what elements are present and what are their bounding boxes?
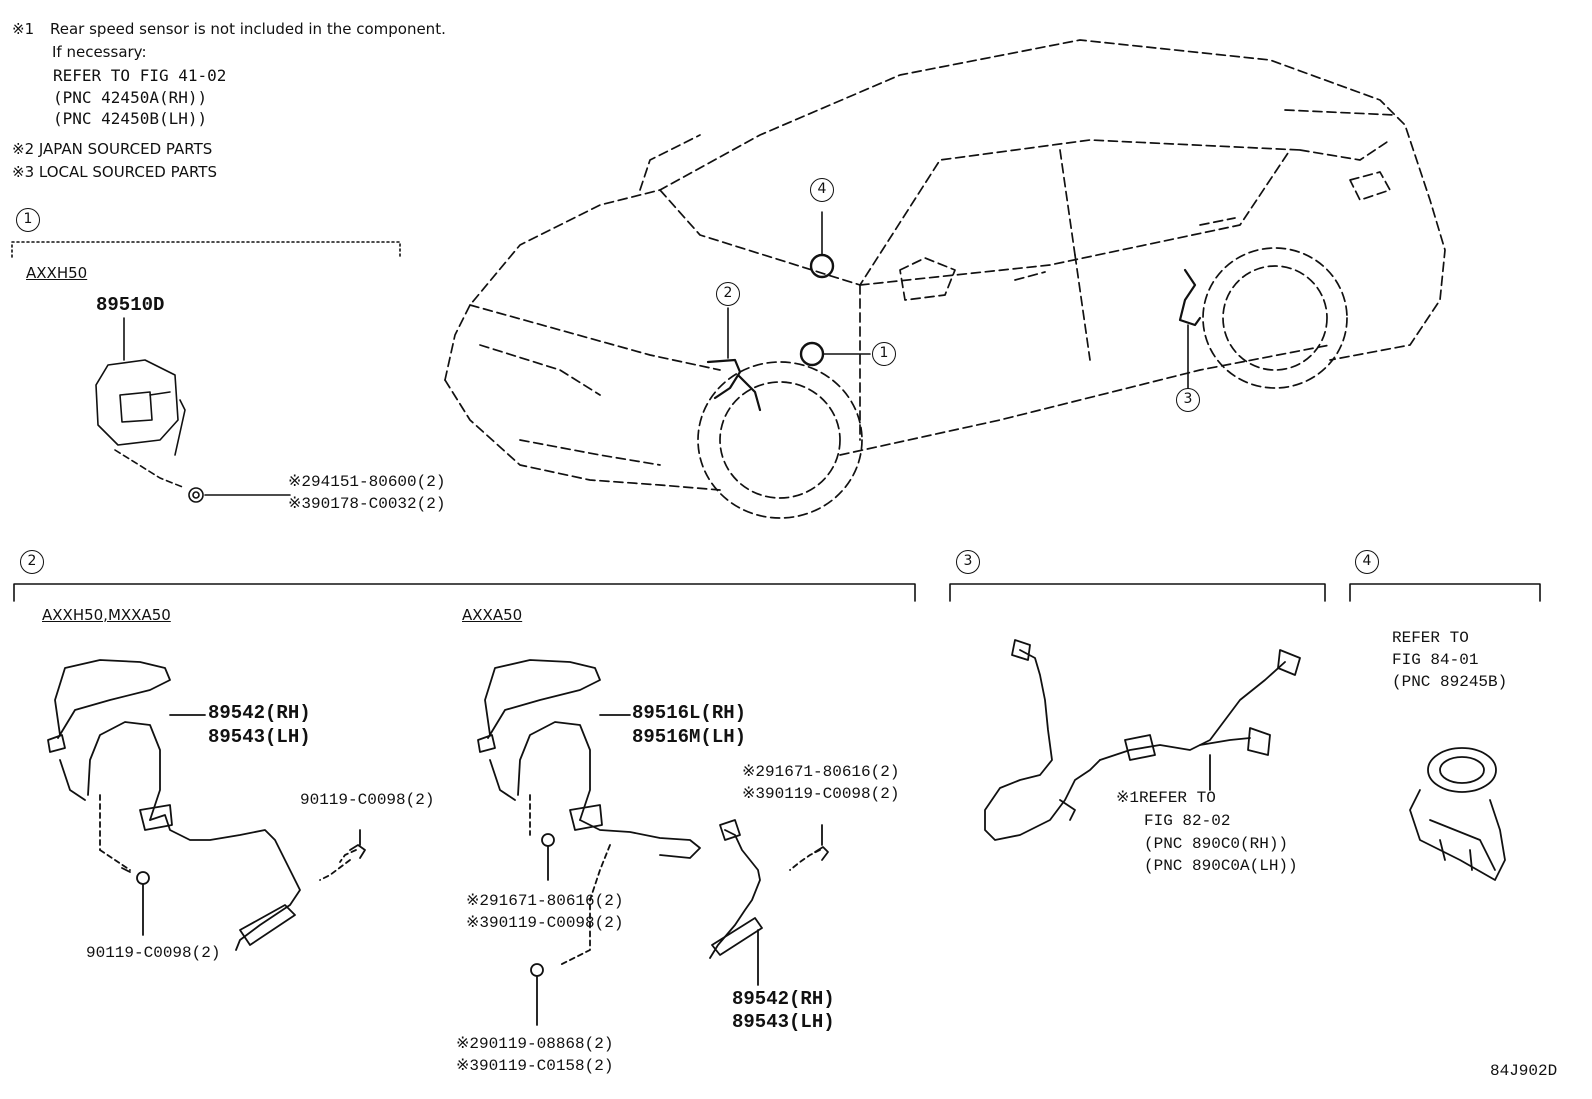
section3-ref-4: (PNC 890C0A(LH))	[1144, 857, 1298, 875]
section4-ref-2: FIG 84-01	[1392, 651, 1479, 669]
section-3-bracket	[949, 583, 1326, 602]
section2b-rear-part-rh: 89542(RH)	[732, 988, 835, 1010]
section4-spiral-drawing	[1409, 747, 1506, 881]
section-1-bracket	[11, 241, 401, 258]
section1-sensor-drawing	[95, 317, 291, 503]
section4-ref-3: (PNC 89245B)	[1392, 673, 1508, 691]
callout-2-car: 2	[716, 282, 740, 306]
section3-ref-2: FIG 82-02	[1144, 812, 1231, 830]
section2a-part-rh: 89542(RH)	[208, 702, 311, 724]
callout-1-section: 1	[16, 208, 40, 232]
note-1-ref-fig: REFER TO FIG 41-02	[53, 66, 227, 85]
section2a-bolt-right: 90119-C0098(2)	[300, 791, 435, 809]
rear-wheel	[1202, 247, 1348, 389]
section2b-fastener-mid-1: ※291671-80616(2)	[466, 892, 624, 910]
section2b-sensor-drawing	[477, 659, 829, 1026]
note-3: ※3 LOCAL SOURCED PARTS	[12, 163, 217, 181]
section2b-fastener-top-1: ※291671-80616(2)	[742, 763, 900, 781]
section3-ref-3: (PNC 890C0(RH))	[1144, 835, 1289, 853]
callout-4-car: 4	[810, 178, 834, 202]
note-1-text: Rear speed sensor is not included in the…	[50, 20, 446, 38]
section3-harness-drawing	[984, 639, 1301, 841]
section2a-part-lh: 89543(LH)	[208, 726, 311, 748]
section2b-fastener-mid-2: ※390119-C0098(2)	[466, 914, 624, 932]
section2a-bolt-left: 90119-C0098(2)	[86, 944, 221, 962]
car-front-sensor-harness	[706, 358, 762, 412]
section2b-part-lh: 89516M(LH)	[632, 726, 747, 748]
section2b-fastener-bot-1: ※290119-08868(2)	[456, 1035, 614, 1053]
section1-part-number: 89510D	[96, 294, 165, 316]
section2b-fastener-top-2: ※390119-C0098(2)	[742, 785, 900, 803]
section2b-fastener-bot-2: ※390119-C0158(2)	[456, 1057, 614, 1075]
section1-fastener-2: ※390178-C0032(2)	[288, 495, 446, 513]
section2b-part-rh: 89516L(RH)	[632, 702, 747, 724]
note-1-ref-lh: (PNC 42450B(LH))	[53, 109, 208, 128]
callout-1-car: 1	[872, 342, 896, 366]
note-1-ref-rh: (PNC 42450A(RH))	[53, 88, 208, 107]
section4-ref-1: REFER TO	[1392, 629, 1469, 647]
section1-model: AXXH50	[26, 264, 88, 282]
section2b-model: AXXA50	[462, 606, 523, 624]
note-2: ※2 JAPAN SOURCED PARTS	[12, 140, 213, 158]
note-1-sub: If necessary:	[52, 43, 147, 61]
car-outline	[444, 39, 1446, 491]
section-2-bracket	[13, 583, 916, 602]
section2b-rear-part-lh: 89543(LH)	[732, 1011, 835, 1033]
section2a-sensor-drawing	[47, 659, 366, 951]
section1-fastener-1: ※294151-80600(2)	[288, 473, 446, 491]
front-wheel	[697, 361, 863, 519]
callout-2-section: 2	[20, 550, 44, 574]
section3-ref-1: ※1REFER TO	[1116, 789, 1216, 807]
section2a-model: AXXH50,MXXA50	[42, 606, 171, 624]
callout-3-section: 3	[956, 550, 980, 574]
note-1-mark: ※1	[12, 20, 35, 38]
callout-3-car: 3	[1176, 388, 1200, 412]
callout-4-section: 4	[1355, 550, 1379, 574]
section-4-bracket	[1349, 583, 1541, 602]
car-rear-harness	[1178, 268, 1202, 327]
car-marker-1	[799, 341, 825, 367]
figure-id: 84J902D	[1490, 1062, 1558, 1080]
